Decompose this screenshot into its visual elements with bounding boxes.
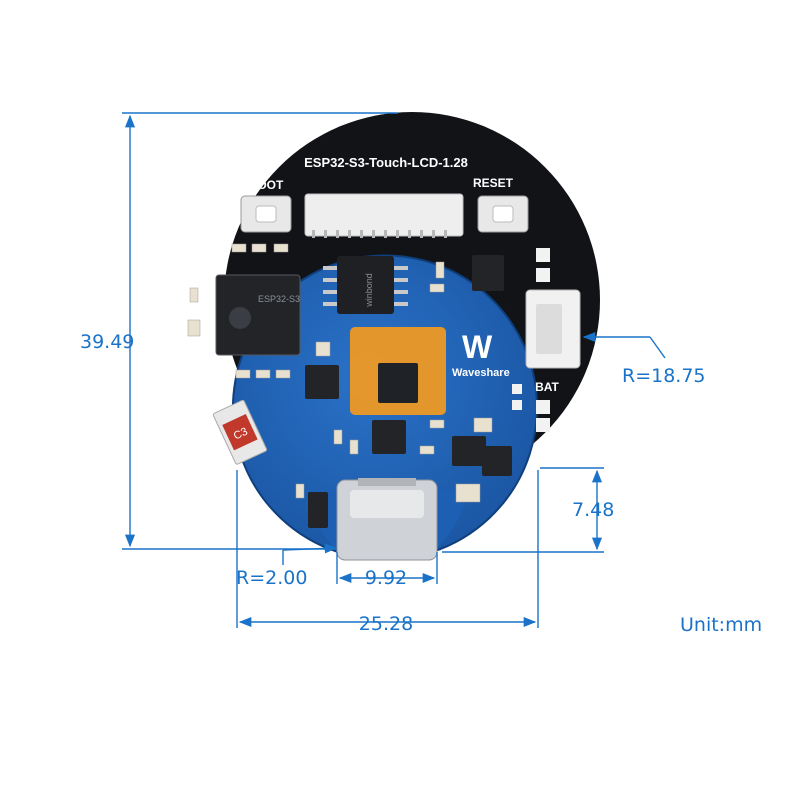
regulator-chip (372, 420, 406, 454)
chip-label: ESP32-S3 (258, 294, 300, 304)
brand-logo: W (462, 329, 493, 365)
height-dimension: 39.49 (80, 331, 134, 353)
corner-radius-dimension: R=2.00 (236, 567, 307, 589)
esp32-chip (215, 274, 301, 356)
radius-dimension: R=18.75 (622, 365, 706, 387)
touch-controller-chip (378, 363, 418, 403)
usb-width-dimension: 9.92 (365, 567, 407, 589)
diode (308, 492, 328, 528)
tip-height-dimension: 7.48 (572, 499, 614, 521)
flash-label: winbond (364, 273, 374, 308)
passive-components (187, 243, 493, 503)
power-chip (482, 446, 512, 476)
dimension-lines (122, 112, 666, 628)
fuse-component: C3 (212, 399, 268, 465)
boot-label: BOOT (249, 178, 284, 192)
header-pads (512, 248, 550, 432)
small-chip (305, 365, 339, 399)
bat-label: BAT (535, 380, 559, 394)
board-title: ESP32-S3-Touch-LCD-1.28 (304, 155, 468, 170)
brand-label: Waveshare (452, 367, 510, 379)
reset-label: RESET (473, 176, 514, 190)
charger-chip (452, 436, 486, 466)
fpc-connector (304, 193, 464, 237)
imu-chip (472, 255, 504, 291)
flash-chip (337, 256, 394, 314)
bottom-width-dimension: 25.28 (359, 613, 413, 635)
unit-label: Unit:mm (680, 614, 762, 636)
fuse-label: C3 (232, 426, 250, 443)
